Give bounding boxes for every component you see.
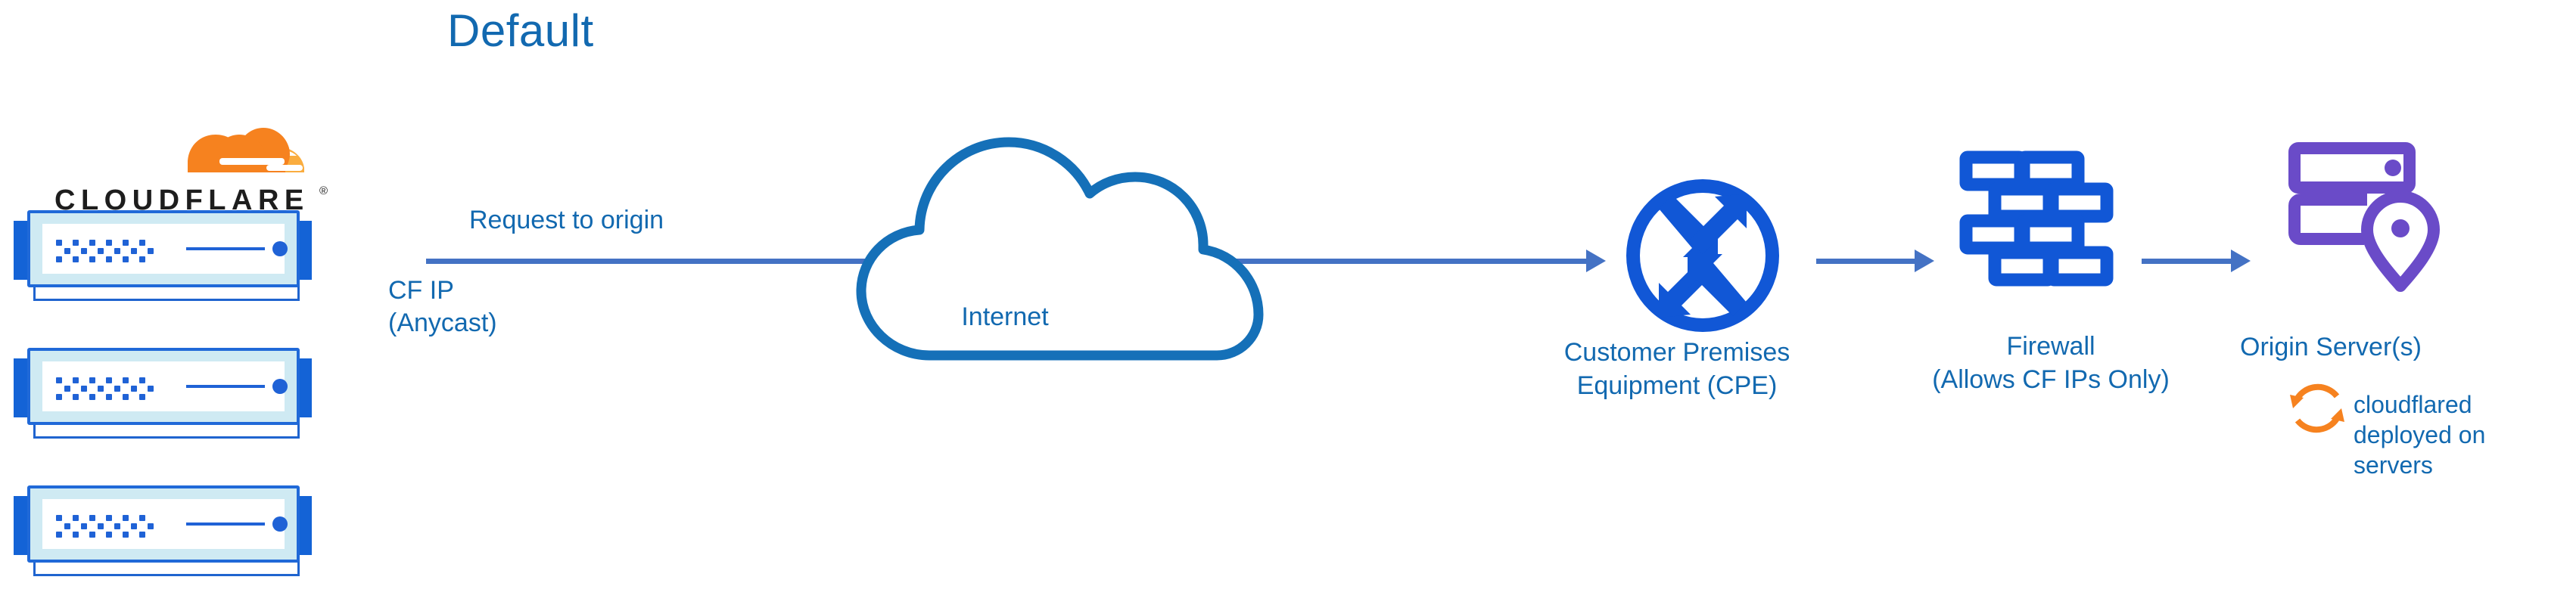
arrow-firewall-to-origin-line [2142, 259, 2232, 264]
server-stack-item-3 [8, 479, 318, 579]
firewall-label: Firewall (Allows CF IPs Only) [1932, 332, 2170, 394]
server-ear-left [14, 358, 30, 417]
arrow-cpe-to-firewall-head [1915, 250, 1934, 272]
server-status-led-icon [272, 516, 288, 532]
server-label-line [186, 247, 265, 250]
arrow-edge-to-cpe-head [1586, 250, 1606, 272]
server-ear-left [14, 496, 30, 555]
request-to-origin-label: Request to origin [469, 206, 664, 234]
server-label-line [186, 523, 265, 526]
internet-cloud-icon [817, 98, 1286, 386]
cpe-label: Customer Premises Equipment (CPE) [1563, 338, 1790, 400]
server-chassis [27, 210, 300, 287]
server-led-dot-icon [2385, 160, 2401, 176]
server-faceplate [42, 499, 288, 549]
server-status-led-icon [272, 379, 288, 394]
origin-server-icon [2285, 138, 2452, 304]
cloudflared-label: cloudflared deployed on servers [2354, 391, 2486, 479]
server-port-grid-icon [56, 236, 164, 262]
brick-wall-icon [1958, 150, 2116, 301]
router-icon [1619, 172, 1786, 339]
server-faceplate [42, 361, 288, 411]
page-title: Default [447, 5, 594, 56]
cf-ip-anycast-label: CF IP (Anycast) [388, 276, 497, 337]
cloudflare-logo: CLOUDFLARE ® [39, 115, 342, 216]
server-port-grid-icon [56, 511, 164, 538]
internet-label: Internet [961, 302, 1049, 331]
cloudflare-cloud-mark [188, 128, 304, 172]
server-chassis [27, 485, 300, 563]
arrow-firewall-to-origin-head [2231, 250, 2251, 272]
arrow-cpe-to-firewall-line [1816, 259, 1916, 264]
server-ear-left [14, 221, 30, 280]
pin-center-dot-icon [2391, 219, 2410, 237]
origin-server-label: Origin Server(s) [2240, 333, 2422, 361]
server-chassis [27, 348, 300, 425]
server-faceplate [42, 224, 288, 274]
server-label-line [186, 385, 265, 388]
registered-trademark-icon: ® [319, 185, 328, 197]
server-status-led-icon [272, 241, 288, 256]
server-port-grid-icon [56, 374, 164, 400]
server-stack-item-1 [8, 204, 318, 304]
cloudflared-sync-icon [2287, 378, 2347, 439]
server-stack-item-2 [8, 342, 318, 442]
